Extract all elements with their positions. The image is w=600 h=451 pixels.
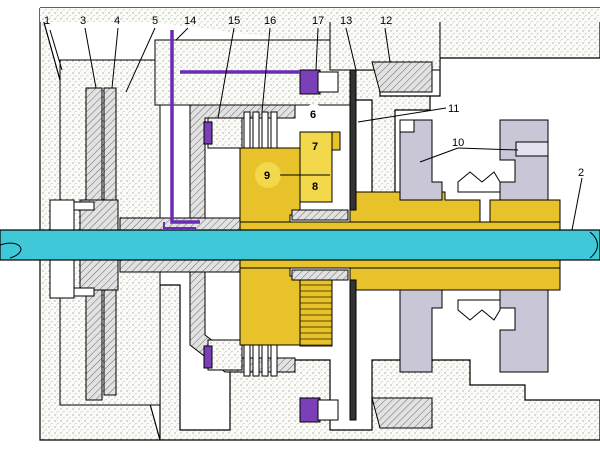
callout-10: 10 bbox=[452, 137, 464, 149]
marker-6: 6 bbox=[310, 109, 316, 121]
sliding-gears bbox=[399, 119, 549, 373]
marker-9: 9 bbox=[264, 170, 270, 182]
callout-4: 4 bbox=[114, 15, 120, 27]
marker-7: 7 bbox=[312, 141, 318, 153]
inline-markers: 6 7 8 9 bbox=[255, 104, 330, 193]
marker-8: 8 bbox=[312, 181, 318, 193]
callout-1: 1 bbox=[44, 15, 50, 27]
flywheel-hub bbox=[49, 87, 119, 401]
oil-feed-line bbox=[163, 30, 300, 229]
callout-5: 5 bbox=[152, 15, 158, 27]
input-shaft bbox=[0, 229, 600, 261]
output-hub bbox=[239, 191, 561, 291]
callout-3: 3 bbox=[80, 15, 86, 27]
callout-11: 11 bbox=[448, 103, 459, 115]
callout-17: 17 bbox=[312, 15, 324, 27]
callout-2: 2 bbox=[578, 167, 584, 179]
callout-13: 13 bbox=[340, 15, 352, 27]
planetary-gear-set bbox=[239, 131, 349, 347]
callout-labels: 1 3 4 5 14 15 16 17 13 12 11 10 2 bbox=[44, 15, 584, 179]
callout-12: 12 bbox=[380, 15, 392, 27]
callout-15: 15 bbox=[228, 15, 240, 27]
callout-16: 16 bbox=[264, 15, 276, 27]
clutch-pistons bbox=[203, 69, 339, 423]
brake-band bbox=[349, 61, 433, 429]
callout-14: 14 bbox=[184, 15, 196, 27]
leader-lines bbox=[49, 27, 583, 231]
clutch-pack bbox=[243, 111, 278, 377]
